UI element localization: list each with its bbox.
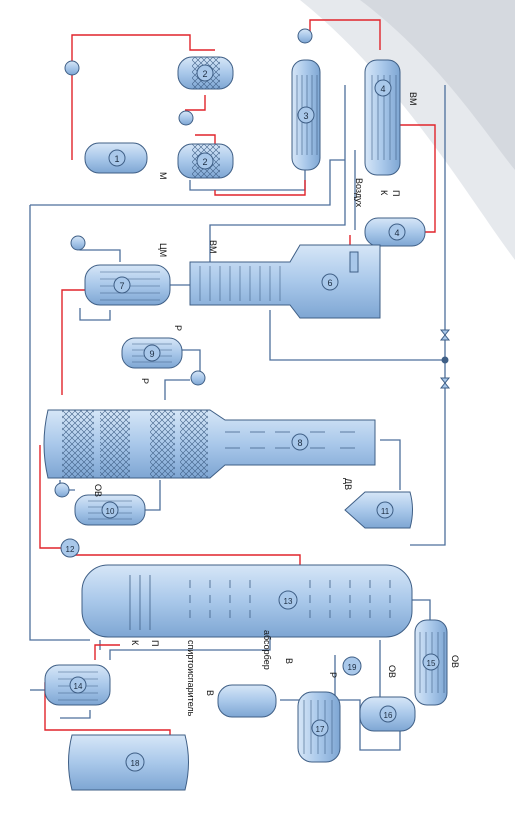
pipe-9-out: [180, 349, 201, 375]
pipe-14-bottom: [60, 710, 91, 719]
pumps: [54, 28, 313, 498]
unit-number-7: 7: [119, 281, 124, 291]
pipe-red-13-14: [94, 644, 120, 660]
pump-icon-9: [190, 370, 206, 386]
label-m: М: [158, 172, 168, 180]
pipe-9-return: [164, 379, 190, 400]
unit-number-2a: 2: [202, 69, 207, 79]
unit-number-2b: 2: [202, 157, 207, 167]
unit-number-14: 14: [74, 682, 83, 691]
label-k-top: К: [379, 190, 389, 196]
unit-14: 14: [44, 664, 111, 706]
valve-icon-1: [439, 329, 451, 341]
unit-17: 17: [297, 691, 341, 763]
pipe-red-to-3: [214, 180, 306, 196]
unit-6: 6: [189, 244, 381, 319]
unit-5: 4: [364, 217, 426, 247]
pipe-red-1-2: [71, 34, 215, 160]
valves: [439, 329, 451, 389]
valve-icon-2: [439, 377, 451, 389]
label-absorber: абсорбер: [262, 630, 272, 670]
unit-number-5: 4: [394, 228, 399, 238]
unit-number-19: 19: [348, 663, 357, 672]
label-tsm: ЦМ: [158, 243, 168, 257]
unit-12: 12: [60, 538, 80, 558]
pump-icon-1: [64, 60, 80, 76]
unit-number-12: 12: [66, 545, 75, 554]
unit-number-8: 8: [297, 438, 302, 448]
pipe-right-collector: [410, 85, 446, 546]
spirit-evaporator-vessel: [217, 684, 277, 718]
unit-19: 19: [342, 656, 362, 676]
unit-11: 11: [344, 491, 413, 529]
unit-18: 18: [68, 734, 189, 791]
pump-icon-10: [54, 482, 70, 498]
pipe-7-pump: [79, 245, 121, 262]
unit-number-13: 13: [284, 597, 293, 606]
label-ov-left: ОВ: [93, 484, 103, 497]
pump-icon-7: [70, 235, 86, 251]
unit-2b: 2: [177, 143, 234, 179]
unit-number-1: 1: [114, 154, 119, 164]
pipe-7-bottom: [79, 308, 111, 321]
unit-number-6: 6: [327, 278, 332, 288]
unit-number-11: 11: [381, 507, 390, 516]
unit-number-4: 4: [380, 84, 385, 94]
pipe-red-7-8: [61, 289, 85, 395]
label-spirtoisparitel: спиртоиспаритель: [186, 640, 196, 717]
pipe-red-2a-2b: [185, 95, 206, 111]
label-k-col13: К: [130, 640, 140, 646]
pipe-absorber: [109, 635, 271, 660]
label-p-top: П: [391, 190, 401, 196]
unit-15: 15: [414, 619, 448, 706]
process-pipes: [29, 85, 446, 751]
unit-2a: 2: [177, 56, 234, 90]
unit-9: 9: [121, 337, 183, 369]
unit-16: 16: [359, 696, 416, 732]
unit-13: 13: [81, 564, 413, 638]
label-r-17: Р: [328, 672, 338, 678]
pipe-13-15: [410, 599, 431, 620]
unit-3: 3: [291, 59, 321, 171]
label-r-upper: Р: [173, 325, 183, 331]
unit-10: 10: [74, 494, 146, 526]
background-swoosh-dark: [360, 0, 515, 170]
pipe-top-crossover: [30, 159, 345, 206]
pipe-8-11: [380, 439, 401, 490]
label-r-lower: Р: [140, 378, 150, 384]
unit-number-16: 16: [384, 711, 393, 720]
unit-number-18: 18: [131, 759, 140, 768]
pump-icon-2: [178, 110, 194, 126]
pipe-red-2b-in: [195, 134, 216, 145]
pipe-4-to-6: [209, 85, 346, 262]
label-vm-mid: ВМ: [208, 240, 218, 254]
pipe-16-17: [334, 655, 401, 751]
label-vozduh: Воздух: [354, 178, 364, 208]
label-dv: ДВ: [343, 478, 353, 490]
pipe-junction: [441, 356, 449, 364]
pipe-red-4-5: [400, 124, 436, 233]
pipe-6-bottom: [269, 310, 445, 361]
label-v2: В: [284, 658, 294, 664]
unit-8: 8: [43, 409, 376, 479]
unit-number-10: 10: [106, 507, 115, 516]
unit-7: 7: [84, 264, 171, 306]
stream-labels: М ВМ Воздух П К ЦМ ВМ Р Р ДВ ОВ К П спир…: [93, 92, 460, 717]
pipe-10-out: [145, 480, 161, 511]
label-vm-top: ВМ: [408, 92, 418, 106]
unit-number-15: 15: [427, 659, 436, 668]
unit-1: 1: [84, 142, 148, 174]
unit-number-3: 3: [303, 111, 308, 121]
pipe-left-riser: [29, 205, 90, 641]
unit-number-9: 9: [149, 349, 154, 359]
label-ov-15a: ОВ: [387, 665, 397, 678]
pump-icon-3: [297, 28, 313, 44]
unit-4: 4: [364, 59, 401, 176]
label-p-col13: П: [150, 640, 160, 646]
label-v1: В: [205, 690, 215, 696]
unit-number-17: 17: [316, 725, 325, 734]
label-ov-15b: ОВ: [450, 655, 460, 668]
